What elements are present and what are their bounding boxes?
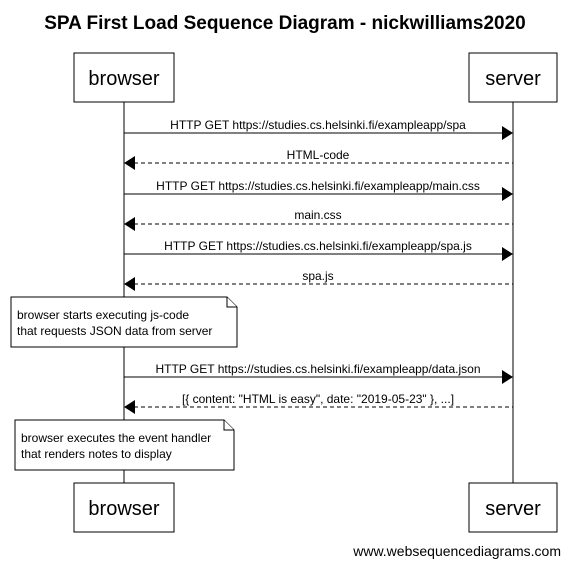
message-2-label: HTTP GET https://studies.cs.helsinki.fi/… <box>156 179 480 193</box>
message-6-label: HTTP GET https://studies.cs.helsinki.fi/… <box>155 362 480 376</box>
arrowhead-left <box>124 217 135 231</box>
message-1: HTML-code <box>124 148 513 170</box>
note-1-line-0: browser executes the event handler <box>21 431 211 445</box>
arrowhead-left <box>124 156 135 170</box>
message-7: [{ content: "HTML is easy", date: "2019-… <box>124 392 513 414</box>
message-6: HTTP GET https://studies.cs.helsinki.fi/… <box>124 362 513 384</box>
message-4-label: HTTP GET https://studies.cs.helsinki.fi/… <box>164 239 472 253</box>
message-5-label: spa.js <box>302 269 333 283</box>
arrowhead-right <box>502 187 513 201</box>
participant-server-top-label: server <box>485 68 541 90</box>
note-0: browser starts executing js-code that re… <box>10 296 238 348</box>
message-2: HTTP GET https://studies.cs.helsinki.fi/… <box>124 179 513 201</box>
participant-browser-bottom: browser <box>73 482 175 533</box>
participant-browser-top: browser <box>73 52 175 103</box>
footer-watermark: www.websequencediagrams.com <box>352 543 561 559</box>
arrowhead-left <box>124 400 135 414</box>
note-0-line-1: that requests JSON data from server <box>17 324 212 338</box>
participant-server-bottom-label: server <box>485 498 541 520</box>
message-3-label: main.css <box>294 208 341 222</box>
arrowhead-right <box>502 370 513 384</box>
arrowhead-left <box>124 277 135 291</box>
note-1: browser executes the event handler that … <box>14 419 235 471</box>
note-1-line-1: that renders notes to display <box>21 447 172 461</box>
message-4: HTTP GET https://studies.cs.helsinki.fi/… <box>124 239 513 261</box>
diagram-title: SPA First Load Sequence Diagram - nickwi… <box>44 13 526 34</box>
message-0-label: HTTP GET https://studies.cs.helsinki.fi/… <box>170 118 466 132</box>
message-1-label: HTML-code <box>287 148 350 162</box>
message-3: main.css <box>124 208 513 231</box>
message-5: spa.js <box>124 269 513 291</box>
message-7-label: [{ content: "HTML is easy", date: "2019-… <box>182 392 454 406</box>
message-0: HTTP GET https://studies.cs.helsinki.fi/… <box>124 118 513 140</box>
participant-browser-top-label: browser <box>88 68 159 90</box>
arrowhead-right <box>502 126 513 140</box>
note-0-line-0: browser starts executing js-code <box>17 308 189 322</box>
participant-server-bottom: server <box>468 482 558 533</box>
participant-server-top: server <box>468 52 558 103</box>
participant-browser-bottom-label: browser <box>88 498 159 520</box>
arrowhead-right <box>502 247 513 261</box>
